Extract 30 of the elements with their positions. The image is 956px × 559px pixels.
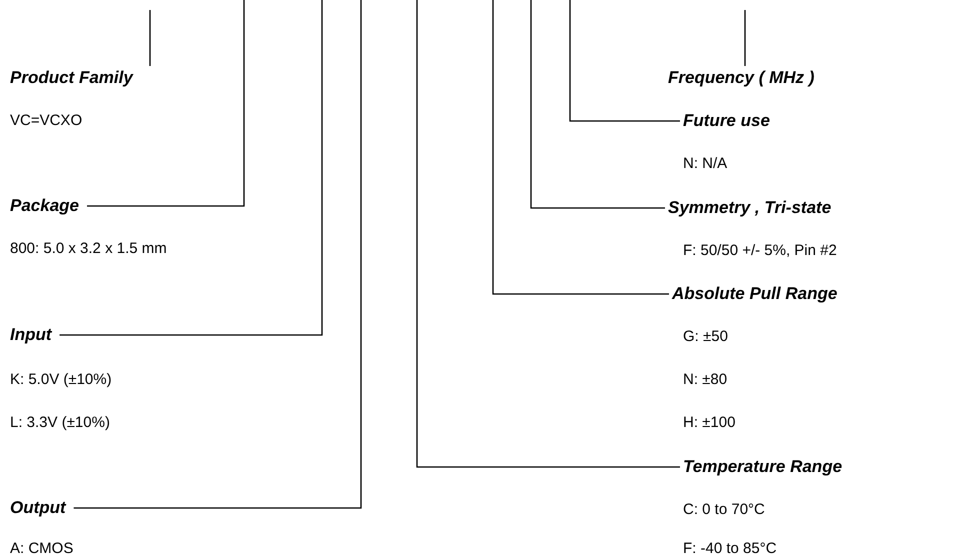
field-heading: Future use bbox=[683, 110, 770, 132]
option-text: 800: 5.0 x 3.2 x 1.5 mm bbox=[10, 239, 167, 259]
field-heading: Output bbox=[10, 497, 66, 519]
leader-line bbox=[416, 0, 680, 468]
option-text: A: CMOS bbox=[10, 539, 74, 559]
leader-line bbox=[744, 10, 746, 66]
field-heading: Frequency ( MHz ) bbox=[668, 67, 814, 89]
field-heading: Symmetry , Tri-state bbox=[668, 197, 832, 219]
field-heading: Temperature Range bbox=[683, 456, 842, 478]
option-text: F: 50/50 +/- 5%, Pin #2 bbox=[683, 241, 837, 261]
field-heading: Input bbox=[10, 324, 52, 346]
leader-line bbox=[74, 0, 362, 509]
leader-line bbox=[60, 0, 323, 336]
option-text: C: 0 to 70°C bbox=[683, 500, 765, 520]
option-text: H: ±100 bbox=[683, 413, 736, 433]
leader-line bbox=[149, 10, 151, 66]
field-heading: Product Family bbox=[10, 67, 133, 89]
option-text: K: 5.0V (±10%) bbox=[10, 370, 112, 390]
option-text: F: -40 to 85°C bbox=[683, 539, 777, 559]
leader-line bbox=[87, 0, 245, 207]
field-heading: Absolute Pull Range bbox=[672, 283, 838, 305]
leader-line bbox=[492, 0, 669, 295]
option-text: N: ±80 bbox=[683, 370, 728, 390]
leader-line bbox=[530, 0, 665, 209]
option-text: VC=VCXO bbox=[10, 111, 82, 131]
option-text: L: 3.3V (±10%) bbox=[10, 413, 110, 433]
leader-line bbox=[569, 0, 680, 122]
option-text: N: N/A bbox=[683, 154, 728, 174]
option-text: G: ±50 bbox=[683, 327, 728, 347]
field-heading: Package bbox=[10, 195, 79, 217]
